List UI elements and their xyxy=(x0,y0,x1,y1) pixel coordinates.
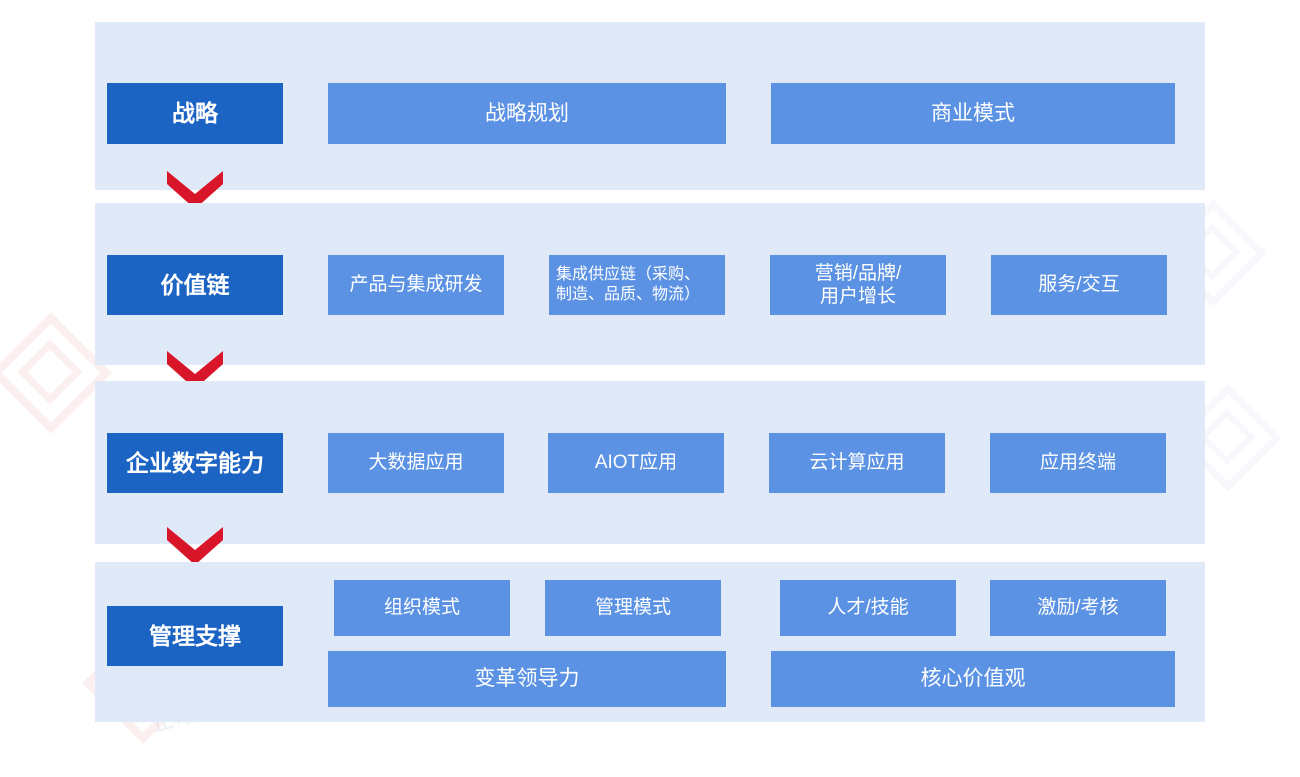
row-item-strategy-1[interactable]: 商业模式 xyxy=(771,83,1175,144)
row-item-valuechain-2[interactable]: 营销/品牌/用户增长 xyxy=(770,255,946,315)
row-item-management-1[interactable]: 管理模式 xyxy=(545,580,721,636)
chevron-down-icon-1 xyxy=(167,171,223,209)
row-lead-digital[interactable]: 企业数字能力 xyxy=(107,433,283,493)
chevron-down-icon-3 xyxy=(167,527,223,565)
row-item-valuechain-1[interactable]: 集成供应链（采购、制造、品质、物流） xyxy=(549,255,725,315)
row-lead-management[interactable]: 管理支撑 xyxy=(107,606,283,666)
row-item-valuechain-3[interactable]: 服务/交互 xyxy=(991,255,1167,315)
row-item-management-3[interactable]: 激励/考核 xyxy=(990,580,1166,636)
row-item-digital-3[interactable]: 应用终端 xyxy=(990,433,1166,493)
row-item-valuechain-0[interactable]: 产品与集成研发 xyxy=(328,255,504,315)
row-item-management-second-1[interactable]: 核心价值观 xyxy=(771,651,1175,707)
row-item-digital-2[interactable]: 云计算应用 xyxy=(769,433,945,493)
row-lead-valuechain[interactable]: 价值链 xyxy=(107,255,283,315)
row-item-digital-1[interactable]: AIOT应用 xyxy=(548,433,724,493)
row-item-management-0[interactable]: 组织模式 xyxy=(334,580,510,636)
row-item-digital-0[interactable]: 大数据应用 xyxy=(328,433,504,493)
row-lead-strategy[interactable]: 战略 xyxy=(107,83,283,144)
watermark-diamond-red-icon xyxy=(0,312,112,434)
row-item-strategy-0[interactable]: 战略规划 xyxy=(328,83,726,144)
row-item-management-2[interactable]: 人才/技能 xyxy=(780,580,956,636)
row-item-management-second-0[interactable]: 变革领导力 xyxy=(328,651,726,707)
